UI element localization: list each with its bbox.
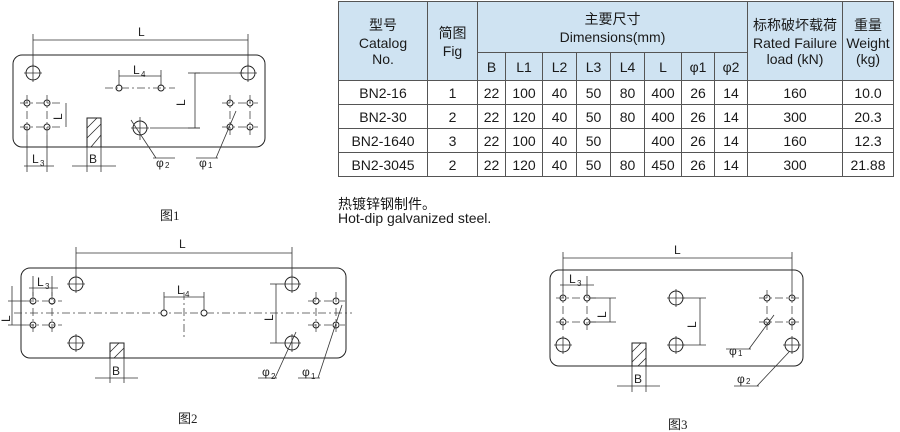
svg-text:L: L bbox=[179, 237, 186, 251]
subheader-L4: L4 bbox=[610, 52, 645, 81]
svg-text:3: 3 bbox=[577, 279, 582, 288]
svg-text:4: 4 bbox=[185, 290, 190, 299]
note-english: Hot-dip galvanized steel. bbox=[338, 210, 492, 226]
svg-text:φ: φ bbox=[302, 365, 310, 379]
svg-text:L: L bbox=[51, 113, 65, 120]
subheader-L: L bbox=[644, 52, 682, 81]
svg-text:L: L bbox=[37, 275, 44, 289]
subheader-B: B bbox=[477, 52, 506, 81]
svg-text:L: L bbox=[177, 283, 184, 297]
svg-text:3: 3 bbox=[45, 282, 50, 291]
subheader-L2: L2 bbox=[542, 52, 577, 81]
svg-text:2: 2 bbox=[165, 161, 170, 170]
svg-text:B: B bbox=[89, 152, 97, 166]
svg-text:L: L bbox=[674, 243, 681, 257]
subheader-L1: L1 bbox=[505, 52, 543, 81]
fig1-caption: 图1 bbox=[160, 208, 180, 223]
svg-text:1: 1 bbox=[208, 161, 213, 170]
svg-text:φ: φ bbox=[737, 372, 745, 386]
subheader-L3: L3 bbox=[576, 52, 611, 81]
svg-text:2: 2 bbox=[271, 372, 276, 381]
svg-text:4: 4 bbox=[141, 70, 146, 79]
svg-text:φ: φ bbox=[729, 344, 737, 358]
subheader-phi1: φ1 bbox=[681, 52, 715, 81]
fig1-dim-L: L bbox=[138, 25, 145, 39]
svg-text:3: 3 bbox=[40, 159, 45, 168]
svg-text:φ: φ bbox=[156, 156, 164, 170]
svg-text:L: L bbox=[595, 311, 609, 318]
svg-text:L: L bbox=[174, 99, 188, 106]
subheader-phi2: φ2 bbox=[714, 52, 748, 81]
svg-text:L: L bbox=[569, 272, 576, 286]
svg-text:1: 1 bbox=[738, 349, 743, 358]
svg-text:B: B bbox=[112, 364, 120, 378]
svg-text:φ: φ bbox=[199, 156, 207, 170]
fig2-caption: 图2 bbox=[178, 411, 198, 426]
svg-text:L: L bbox=[32, 152, 39, 166]
svg-text:B: B bbox=[634, 372, 642, 386]
svg-text:1: 1 bbox=[311, 372, 316, 381]
svg-text:L: L bbox=[262, 314, 276, 321]
svg-text:L: L bbox=[133, 63, 140, 77]
fig3-caption: 图3 bbox=[668, 417, 688, 432]
note-chinese: 热镀锌钢制件。 bbox=[338, 196, 436, 212]
svg-text:φ: φ bbox=[262, 365, 270, 379]
svg-text:L: L bbox=[0, 315, 13, 322]
svg-text:L: L bbox=[685, 321, 699, 328]
svg-text:2: 2 bbox=[746, 377, 751, 386]
